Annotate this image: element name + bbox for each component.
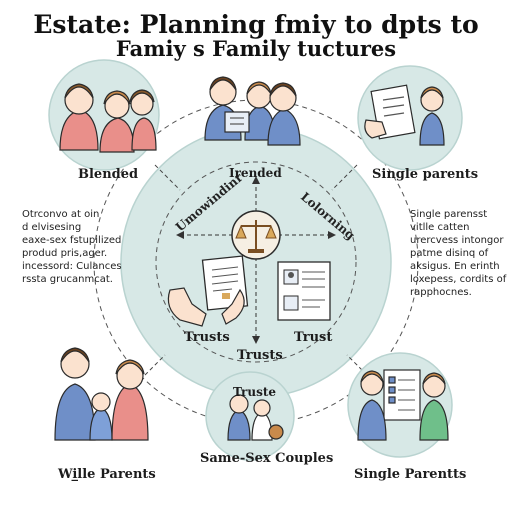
segment-label-blended: Blended [78, 167, 139, 182]
spokes [139, 164, 373, 381]
document-check-icon [364, 84, 445, 146]
inner-label-trusts-center: Trusts [237, 348, 283, 363]
right-description: Single parensst vitlle catten urercvess … [410, 208, 506, 299]
couple-icon [227, 394, 284, 441]
left-line: Otrconvo at oin [22, 209, 100, 220]
id-document-icon [277, 261, 331, 321]
right-line: aksigus. En erinth [410, 261, 500, 272]
left-line: incessord: Culances [22, 261, 122, 272]
right-line: loxepess, cordits of [410, 274, 507, 285]
family-laptop-icon [204, 76, 301, 146]
page-title-line1: Estate: Planning fmiy to dpts to [33, 10, 479, 39]
right-line: Single parensst [410, 209, 488, 220]
inner-label-trust-right: Trust [294, 330, 333, 345]
family-group-icon [59, 83, 157, 153]
segment-label-single-parents-bottom: Single Parentts [354, 467, 467, 482]
page-title-line2: Famiy s Family tuctures [115, 36, 397, 61]
right-line: urercvess intongor [410, 235, 504, 246]
right-line: patme disinq of [410, 248, 489, 259]
left-line: produd pris,ager. [22, 248, 108, 259]
trust-document-icon [167, 255, 249, 327]
right-line: rapphocnes. [410, 287, 472, 298]
right-line: vitlle catten [410, 222, 470, 233]
parents-child-icon [54, 347, 149, 441]
segment-label-same-sex-couples: Same-Sex Couples [200, 451, 334, 466]
left-line: eaxe-sex fstupilized [22, 235, 122, 246]
scale-of-justice-icon [231, 210, 281, 260]
checklist-icon [357, 369, 449, 441]
left-line: rssta grucanmcat. [22, 274, 113, 285]
segment-label-wille-parents: Wi̲lle Parents [58, 467, 156, 482]
inner-ring [155, 161, 357, 363]
left-description: Otrconvo at oin d elvisesing eaxe-sex fs… [22, 208, 122, 286]
segment-label-single-parents-top: Single parents [372, 167, 479, 182]
left-line: d elvisesing [22, 222, 82, 233]
arrow-heads [176, 176, 336, 344]
inner-label-trusts-left: Trusts [184, 330, 230, 345]
inner-label-top: Irended [229, 166, 282, 180]
segment-label-truste: Truste [233, 385, 277, 399]
center-arrows [180, 180, 332, 340]
